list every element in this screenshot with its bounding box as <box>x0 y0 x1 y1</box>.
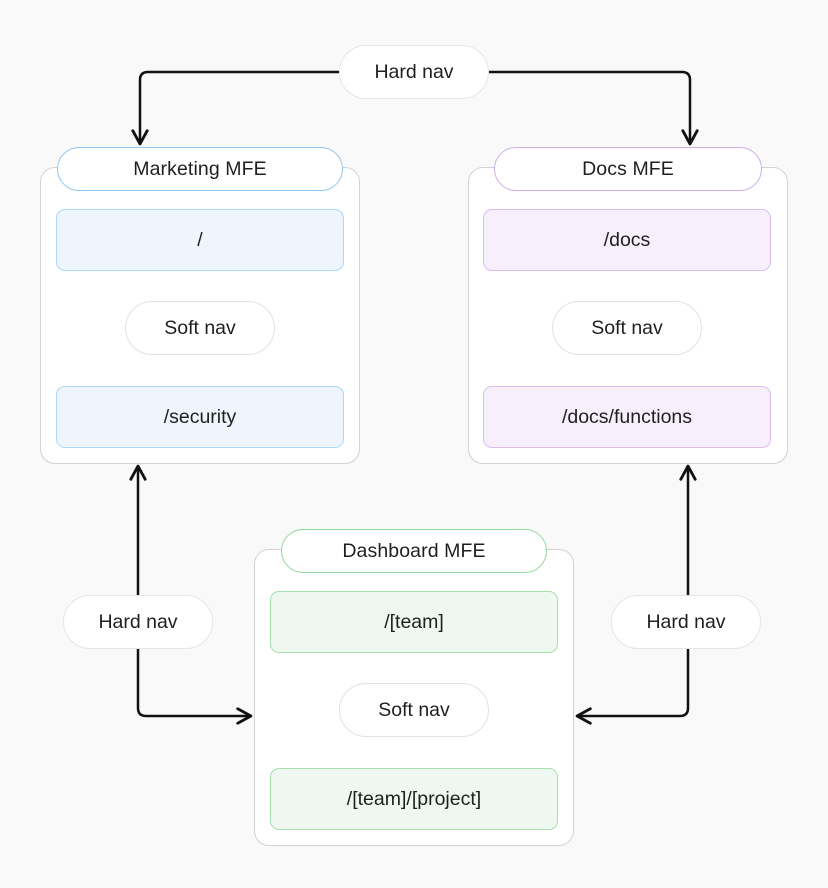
route-marketing-security[interactable]: /security <box>56 386 344 448</box>
hard-nav-top-pill[interactable]: Hard nav <box>339 45 489 99</box>
wire-right-hardnav-to-dashboard <box>575 647 690 725</box>
route-dashboard-team[interactable]: /[team] <box>270 591 558 653</box>
hard-nav-right-pill[interactable]: Hard nav <box>611 595 761 649</box>
mfe-marketing-title-pill[interactable]: Marketing MFE <box>57 147 343 191</box>
soft-nav-dashboard-label: Soft nav <box>378 698 450 721</box>
soft-nav-docs-pill[interactable]: Soft nav <box>552 301 702 355</box>
soft-nav-docs-label: Soft nav <box>591 316 663 339</box>
mfe-dashboard-title: Dashboard MFE <box>342 539 486 562</box>
hard-nav-left-label: Hard nav <box>98 610 178 633</box>
hard-nav-right-label: Hard nav <box>646 610 726 633</box>
route-docs-root-label: /docs <box>603 228 651 251</box>
soft-nav-dashboard-pill[interactable]: Soft nav <box>339 683 489 737</box>
wire-left-hardnav-to-dashboard <box>136 647 253 725</box>
route-docs-functions[interactable]: /docs/functions <box>483 386 771 448</box>
mfe-docs-title-pill[interactable]: Docs MFE <box>494 147 762 191</box>
route-marketing-security-label: /security <box>163 405 237 428</box>
route-marketing-root-label: / <box>197 228 203 251</box>
mfe-marketing-title: Marketing MFE <box>133 157 267 180</box>
hard-nav-top-label: Hard nav <box>374 60 454 83</box>
hard-nav-left-pill[interactable]: Hard nav <box>63 595 213 649</box>
route-docs-root[interactable]: /docs <box>483 209 771 271</box>
mfe-dashboard-title-pill[interactable]: Dashboard MFE <box>281 529 547 573</box>
soft-nav-marketing-label: Soft nav <box>164 316 236 339</box>
route-dashboard-team-project-label: /[team]/[project] <box>346 787 482 810</box>
mfe-docs-title: Docs MFE <box>582 157 674 180</box>
route-dashboard-team-project[interactable]: /[team]/[project] <box>270 768 558 830</box>
wire-hardnav-to-marketing <box>131 70 341 146</box>
route-dashboard-team-label: /[team] <box>384 610 444 633</box>
route-docs-functions-label: /docs/functions <box>561 405 693 428</box>
soft-nav-marketing-pill[interactable]: Soft nav <box>125 301 275 355</box>
wire-hardnav-to-docs <box>487 70 699 146</box>
route-marketing-root[interactable]: / <box>56 209 344 271</box>
